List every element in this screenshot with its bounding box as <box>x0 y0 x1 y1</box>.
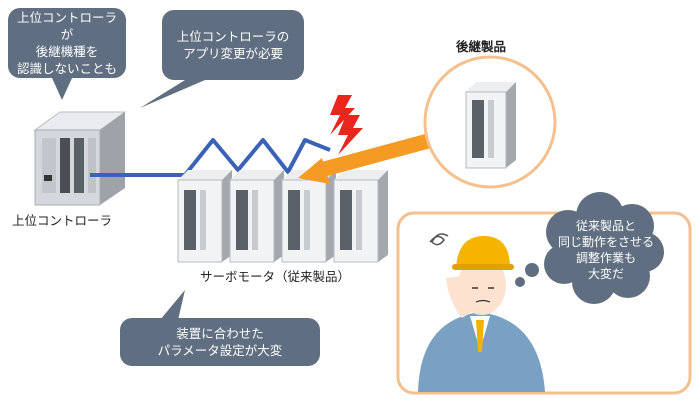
servo-motor-4 <box>333 170 388 263</box>
helmet-icon <box>456 236 510 268</box>
thought-dot-large <box>525 263 539 277</box>
bubble-app-change: 上位コントローラの アプリ変更が必要 <box>162 10 304 80</box>
servo-motor-2 <box>229 170 284 263</box>
worker-illustration <box>418 236 545 392</box>
servo-motor-3 <box>281 170 336 263</box>
lightning-icon-2 <box>338 115 363 155</box>
thought-dot-small <box>515 277 525 287</box>
replacement-arrow <box>298 130 446 184</box>
bubble-tail-controller <box>52 78 72 100</box>
controller-device <box>33 111 127 206</box>
bubble-param-setting: 装置に合わせた パラメータ設定が大変 <box>120 318 320 366</box>
successor-label: 後継製品 <box>456 39 507 54</box>
thought-cloud <box>544 192 664 304</box>
servo-label: サーボモータ（従来製品） <box>200 269 351 284</box>
cable-line <box>90 138 331 177</box>
bubble-tail-app <box>140 80 205 108</box>
bubble-controller-warning: 上位コントローラが 後継機種を 認識しないことも <box>8 8 126 78</box>
bubble-worker-thought: 従来製品と 同じ動作をさせる 調整作業も 大変だ <box>557 219 654 281</box>
stress-swirl-icon <box>429 233 449 246</box>
bubble-tail-param <box>160 290 185 320</box>
successor-product <box>465 82 516 169</box>
controller-label: 上位コントローラ <box>12 213 113 228</box>
lightning-icon-1 <box>330 95 355 135</box>
servo-motor-1 <box>177 170 232 263</box>
